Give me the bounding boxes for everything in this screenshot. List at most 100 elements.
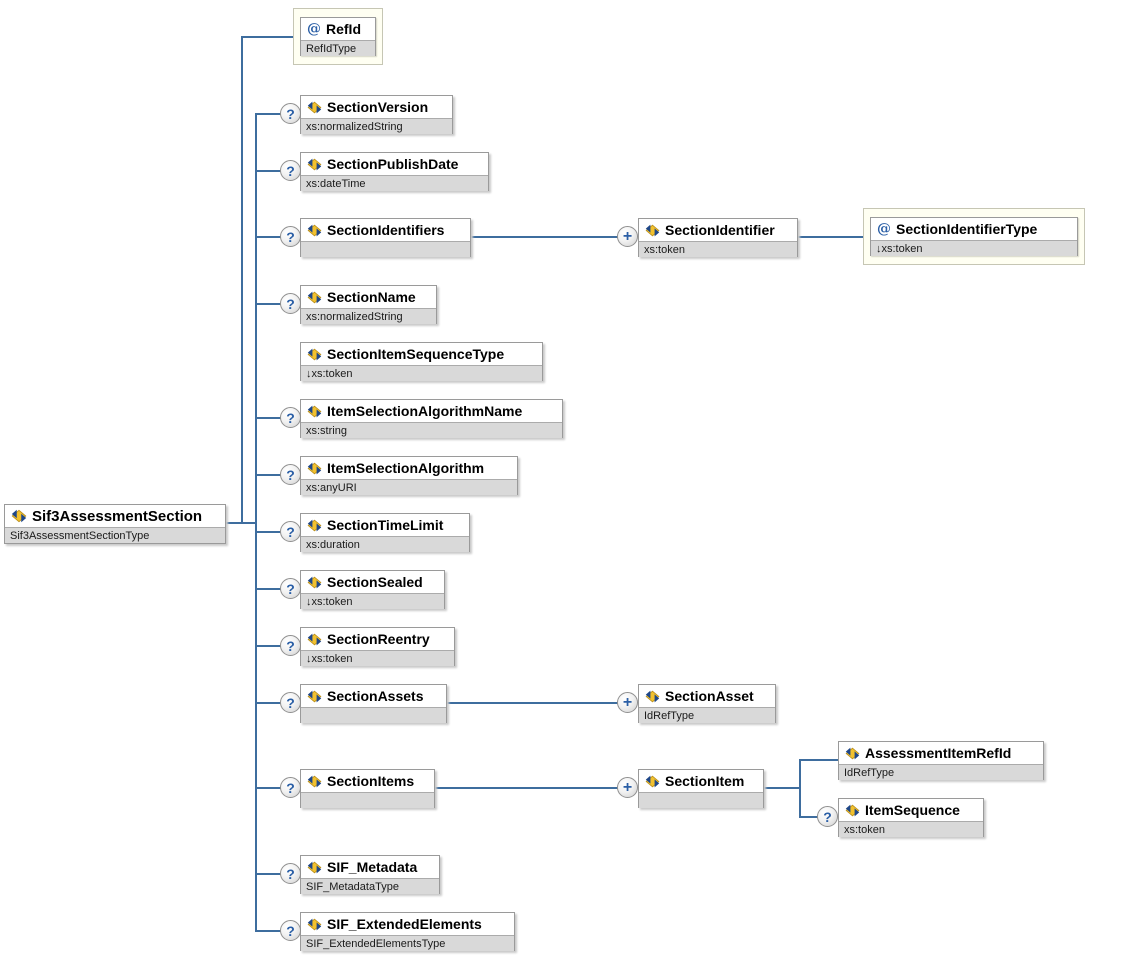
element-icon — [845, 747, 860, 760]
connector-line — [764, 787, 801, 789]
node-type — [301, 707, 446, 723]
connector-line — [255, 873, 281, 875]
element-icon — [307, 158, 322, 171]
node-label: SectionIdentifierType — [896, 221, 1038, 237]
node-label: Sif3AssessmentSection — [32, 507, 203, 525]
connector-line — [255, 588, 281, 590]
node-sif3assessmentsection[interactable]: Sif3AssessmentSection Sif3AssessmentSect… — [4, 504, 226, 544]
node-itemsequence[interactable]: ItemSequence xs:token — [838, 798, 984, 837]
node-label: SectionAsset — [665, 688, 754, 704]
node-sectionversion[interactable]: SectionVersion xs:normalizedString — [300, 95, 453, 134]
node-sectionidentifier[interactable]: SectionIdentifier xs:token — [638, 218, 798, 257]
attribute-container: @ SectionIdentifierType ↓xs:token — [863, 208, 1085, 265]
node-sectionassets[interactable]: SectionAssets — [300, 684, 447, 723]
attribute-container: @ RefId RefIdType — [293, 8, 383, 65]
node-sectionasset[interactable]: SectionAsset IdRefType — [638, 684, 776, 723]
connector-line — [255, 474, 281, 476]
node-itemselectionalgorithm[interactable]: ItemSelectionAlgorithm xs:anyURI — [300, 456, 518, 495]
element-icon — [307, 291, 322, 304]
node-itemselectionalgorithmname[interactable]: ItemSelectionAlgorithmName xs:string — [300, 399, 563, 438]
node-type: Sif3AssessmentSectionType — [5, 527, 225, 543]
optional-occurrence-icon: ? — [280, 226, 301, 247]
optional-occurrence-icon: ? — [280, 777, 301, 798]
element-icon — [307, 775, 322, 788]
node-type: xs:string — [301, 422, 562, 438]
connector-line — [255, 236, 281, 238]
node-sectionpublishdate[interactable]: SectionPublishDate xs:dateTime — [300, 152, 489, 191]
node-label: SectionPublishDate — [327, 156, 459, 172]
element-icon — [307, 462, 322, 475]
connector-line — [255, 930, 281, 932]
connector-line — [799, 759, 838, 761]
node-label: ItemSelectionAlgorithm — [327, 460, 485, 476]
node-type: xs:dateTime — [301, 175, 488, 191]
element-icon — [307, 633, 322, 646]
repeat-occurrence-icon: + — [617, 692, 638, 713]
node-refid[interactable]: @ RefId RefIdType — [300, 17, 376, 56]
node-sectionidentifiertype[interactable]: @ SectionIdentifierType ↓xs:token — [870, 217, 1078, 256]
node-type: ↓xs:token — [301, 650, 454, 666]
element-icon — [307, 405, 322, 418]
node-sectionitems[interactable]: SectionItems — [300, 769, 435, 808]
node-sectionreentry[interactable]: SectionReentry ↓xs:token — [300, 627, 455, 666]
element-icon — [307, 576, 322, 589]
optional-occurrence-icon: ? — [817, 806, 838, 827]
node-label: ItemSequence — [865, 802, 960, 818]
node-sectiontimelimit[interactable]: SectionTimeLimit xs:duration — [300, 513, 470, 552]
node-label: SectionItemSequenceType — [327, 346, 505, 362]
node-sectionsealed[interactable]: SectionSealed ↓xs:token — [300, 570, 445, 609]
node-label: SectionItems — [327, 773, 415, 789]
node-type: xs:duration — [301, 536, 469, 552]
connector-line — [471, 236, 619, 238]
node-sectionitem[interactable]: SectionItem — [638, 769, 764, 808]
connector-line — [241, 36, 243, 524]
connector-line — [255, 417, 281, 419]
optional-occurrence-icon: ? — [280, 863, 301, 884]
element-icon — [645, 775, 660, 788]
node-type: ↓xs:token — [301, 365, 542, 381]
node-label: SectionVersion — [327, 99, 429, 115]
element-icon — [307, 101, 322, 114]
node-label: SectionTimeLimit — [327, 517, 444, 533]
node-type: SIF_MetadataType — [301, 878, 439, 894]
connector-line — [799, 816, 818, 818]
connector-line — [255, 303, 281, 305]
node-type: xs:anyURI — [301, 479, 517, 495]
element-icon — [307, 918, 322, 931]
repeat-occurrence-icon: + — [617, 226, 638, 247]
optional-occurrence-icon: ? — [280, 521, 301, 542]
connector-line — [255, 702, 281, 704]
element-icon — [307, 348, 322, 361]
connector-line — [255, 645, 281, 647]
attribute-icon: @ — [877, 221, 891, 237]
connector-line — [255, 531, 281, 533]
node-sif-extendedelements[interactable]: SIF_ExtendedElements SIF_ExtendedElement… — [300, 912, 515, 951]
node-type: ↓xs:token — [871, 240, 1077, 256]
node-sectionitemsequencetype[interactable]: SectionItemSequenceType ↓xs:token — [300, 342, 543, 381]
node-sectionname[interactable]: SectionName xs:normalizedString — [300, 285, 437, 324]
node-sectionidentifiers[interactable]: SectionIdentifiers — [300, 218, 471, 257]
node-assessmentitemrefid[interactable]: AssessmentItemRefId IdRefType — [838, 741, 1044, 780]
node-type: xs:normalizedString — [301, 118, 452, 134]
node-type — [301, 792, 434, 808]
node-label: SectionItem — [665, 773, 745, 789]
repeat-occurrence-icon: + — [617, 777, 638, 798]
node-type — [301, 241, 470, 257]
node-label: SectionName — [327, 289, 416, 305]
node-type: SIF_ExtendedElementsType — [301, 935, 514, 951]
element-icon — [845, 804, 860, 817]
node-type: ↓xs:token — [301, 593, 444, 609]
optional-occurrence-icon: ? — [280, 464, 301, 485]
node-label: SectionIdentifier — [665, 222, 775, 238]
node-type: xs:normalizedString — [301, 308, 436, 324]
element-icon — [645, 224, 660, 237]
connector-line — [241, 36, 293, 38]
node-type: xs:token — [839, 821, 983, 837]
node-type: IdRefType — [639, 707, 775, 723]
node-label: SectionAssets — [327, 688, 424, 704]
optional-occurrence-icon: ? — [280, 160, 301, 181]
node-label: AssessmentItemRefId — [865, 745, 1012, 761]
node-sif-metadata[interactable]: SIF_Metadata SIF_MetadataType — [300, 855, 440, 894]
optional-occurrence-icon: ? — [280, 692, 301, 713]
